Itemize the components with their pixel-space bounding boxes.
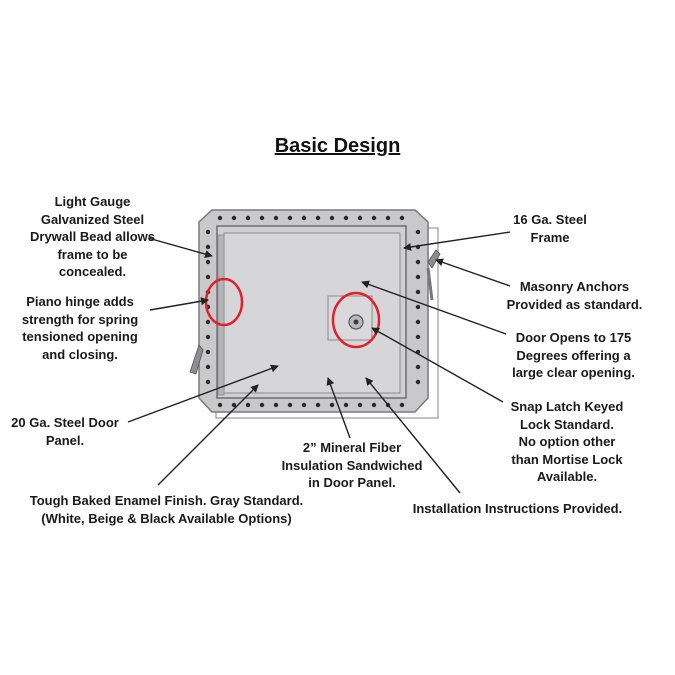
lock-highlight-circle [331, 291, 381, 349]
label-installation: Installation Instructions Provided. [412, 501, 623, 516]
leader-enamel-finish [157, 384, 259, 486]
mounting-hole [205, 244, 211, 250]
mounting-hole [415, 304, 421, 310]
mounting-hole [343, 402, 349, 408]
leader-door-panel [127, 364, 279, 423]
masonry-anchor-right [427, 249, 441, 269]
label-enamel-finish: Tough Baked Enamel Finish. Gray Standard… [29, 493, 304, 526]
mounting-hole [315, 402, 321, 408]
mounting-hole [415, 319, 421, 325]
mounting-hole [371, 215, 377, 221]
mounting-hole [399, 215, 405, 221]
mounting-hole [329, 215, 335, 221]
mounting-hole [415, 274, 421, 280]
mounting-hole [287, 402, 293, 408]
leader-snap-latch [371, 327, 504, 403]
mounting-holes [205, 215, 421, 408]
mounting-hole [231, 215, 237, 221]
mounting-hole [415, 379, 421, 385]
mounting-hole [259, 402, 265, 408]
mounting-hole [205, 379, 211, 385]
mounting-hole [205, 334, 211, 340]
mounting-hole [273, 402, 279, 408]
mounting-hole [371, 402, 377, 408]
mounting-hole [415, 289, 421, 295]
mounting-hole [245, 215, 251, 221]
mounting-hole [301, 215, 307, 221]
mounting-hole [273, 215, 279, 221]
mounting-hole [205, 274, 211, 280]
mounting-hole [385, 215, 391, 221]
mounting-hole [287, 215, 293, 221]
masonry-anchor-right-tail [426, 267, 434, 301]
mounting-hole [399, 402, 405, 408]
mounting-hole [205, 364, 211, 370]
door-panel [223, 232, 401, 394]
piano-hinge [217, 234, 225, 396]
mounting-hole [415, 259, 421, 265]
leader-drywall-bead [147, 237, 213, 258]
mounting-hole [415, 334, 421, 340]
leader-door-opens [361, 280, 507, 335]
masonry-anchor-left [189, 344, 204, 375]
leader-insulation [326, 377, 351, 439]
keyhole [353, 319, 359, 325]
mounting-hole [259, 215, 265, 221]
mounting-hole [343, 215, 349, 221]
page-title: Basic Design [274, 135, 401, 157]
mounting-hole [231, 402, 237, 408]
mounting-hole [205, 259, 211, 265]
leader-piano-hinge [149, 297, 209, 311]
mounting-hole [357, 402, 363, 408]
mounting-hole [205, 349, 211, 355]
mounting-hole [301, 402, 307, 408]
leader-installation [365, 377, 461, 494]
leader-steel-frame [403, 231, 511, 251]
mounting-hole [315, 215, 321, 221]
mounting-hole [205, 319, 211, 325]
mounting-hole [357, 215, 363, 221]
mounting-hole [415, 229, 421, 235]
mounting-hole [415, 364, 421, 370]
mounting-hole [329, 402, 335, 408]
leader-masonry-anchors [435, 258, 511, 287]
mounting-hole [217, 215, 223, 221]
mounting-hole [245, 402, 251, 408]
mounting-hole [217, 402, 223, 408]
mounting-hole [205, 229, 211, 235]
